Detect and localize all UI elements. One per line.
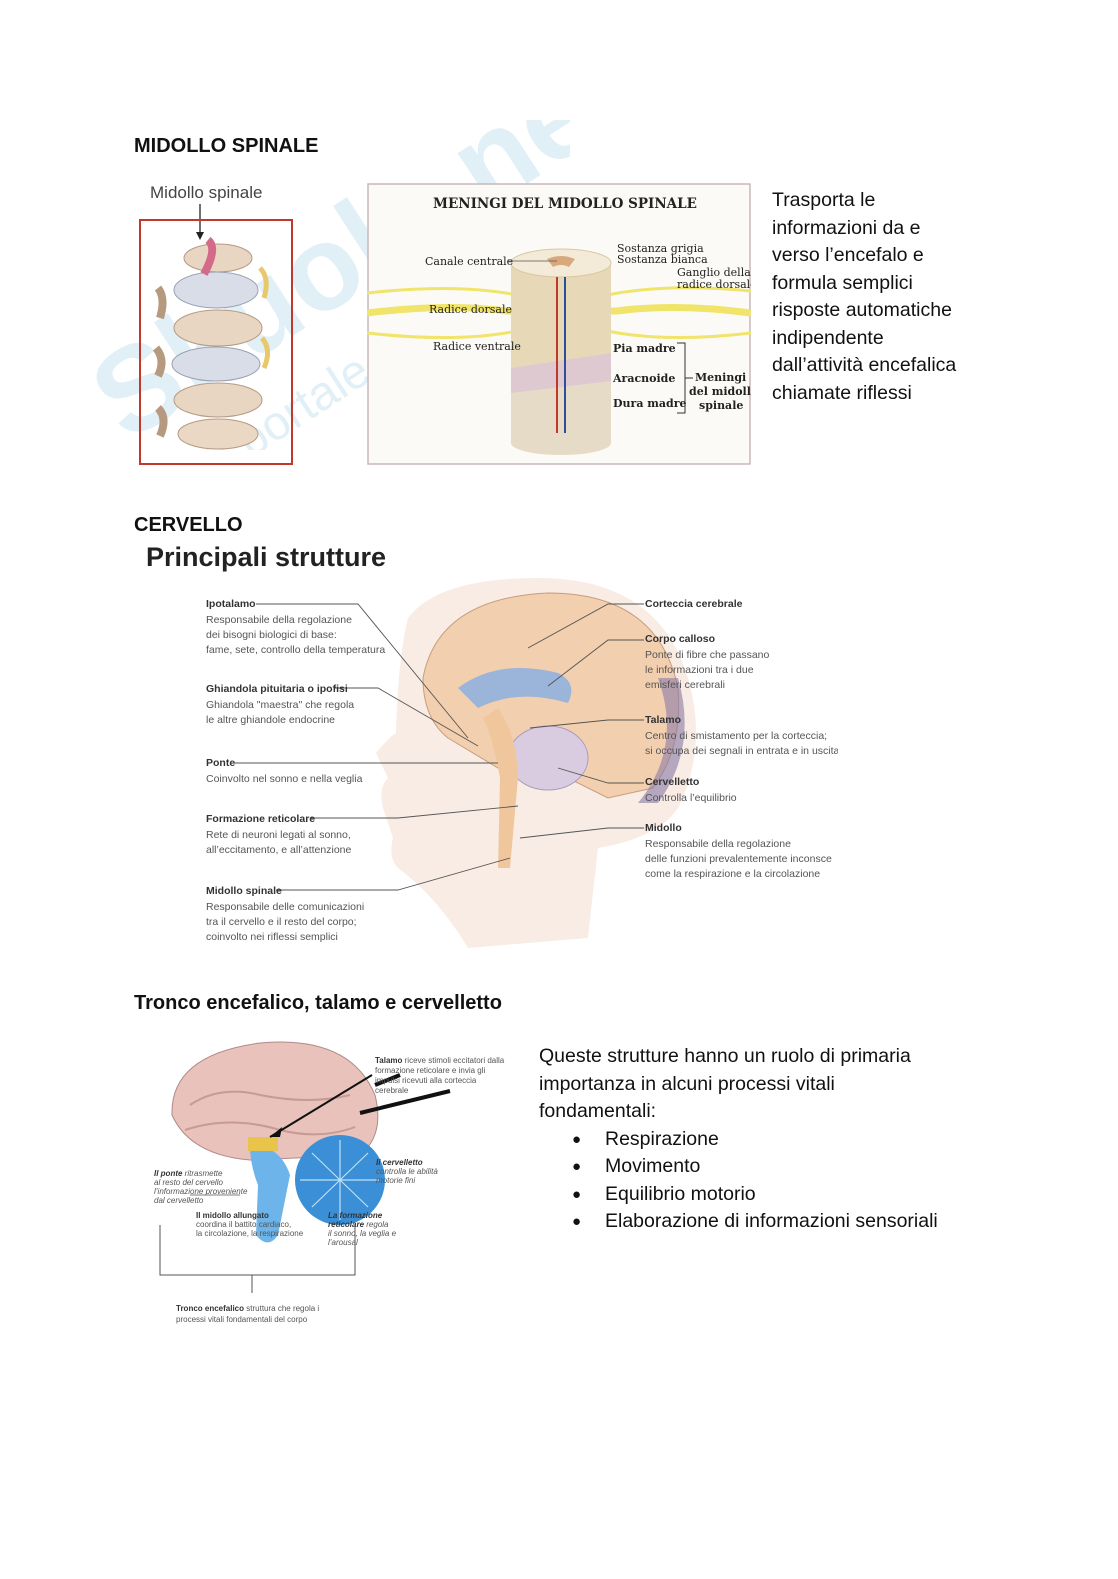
brain-right-labels: Corteccia cerebrale Corpo calloso Ponte … <box>645 598 838 880</box>
label-ipofisi-desc: le altre ghiandole endocrine <box>206 714 335 726</box>
bullet-item: Elaborazione di informazioni sensoriali <box>539 1208 999 1236</box>
label-sostanza-bianca: Sostanza bianca <box>617 253 708 266</box>
label-midollo-spinale-desc: Responsabile delle comunicazioni <box>206 901 364 913</box>
stem-bullet-list: Respirazione Movimento Equilibrio motori… <box>539 1126 999 1236</box>
spinal-text-line: chiamate riflessi <box>772 381 912 404</box>
midollo-allungato-caption: Il midollo allungato <box>196 1211 269 1220</box>
spinal-text-line: formula semplici <box>772 271 913 294</box>
label-ganglio-1: Ganglio della <box>677 266 751 279</box>
talamo-caption-line: impulsi ricevuti alla corteccia <box>375 1076 477 1085</box>
ponte-caption-line: l’informazione proveniente <box>154 1187 248 1196</box>
ponte-caption-line: al resto del cervello <box>154 1178 223 1187</box>
label-meningi-1: Meningi <box>695 371 746 384</box>
formazione-caption-line: l’arousal <box>328 1238 358 1247</box>
label-radice-dorsale: Radice dorsale <box>429 303 512 316</box>
spinal-text-line: dall’attività encefalica <box>772 354 957 376</box>
label-canale-centrale: Canale centrale <box>425 255 513 268</box>
label-formazione-desc: Rete di neuroni legati al sonno, <box>206 829 351 841</box>
label-sostanza-grigia: Sostanza grigia <box>617 242 704 255</box>
label-midollo: Midollo <box>645 822 682 834</box>
label-ganglio-2: radice dorsale <box>677 278 751 291</box>
figure-brain-structures: Principali strutture Ipotalamo Responsab… <box>146 542 838 948</box>
label-ipofisi-desc: Ghiandola "maestra" che regola <box>206 699 354 711</box>
bullet-item: Respirazione <box>539 1126 999 1154</box>
cervelletto-caption: Il cervelletto <box>376 1158 423 1167</box>
formazione-caption-line: reticolare regola <box>328 1220 389 1229</box>
talamo-caption-line: cerebrale <box>375 1086 409 1095</box>
stem-intro-line: fondamentali: <box>539 1100 657 1122</box>
formazione-caption: La formazione <box>328 1211 383 1220</box>
brain-left-labels: Ipotalamo Responsabile della regolazione… <box>206 598 385 943</box>
formazione-caption-line: il sonno, la veglia e <box>328 1229 397 1238</box>
figure-meningi: MENINGI DEL MIDOLLO SPINALE Canale centr… <box>367 183 751 465</box>
label-ipotalamo-desc: dei bisogni biologici di base: <box>206 629 337 641</box>
label-meningi-3: spinale <box>699 399 743 412</box>
spinal-text-line: indipendente <box>772 326 884 349</box>
talamo-caption-line: formazione reticolare e invia gli <box>375 1066 485 1075</box>
label-radice-ventrale: Radice ventrale <box>433 340 521 353</box>
label-cervelletto: Cervelletto <box>645 776 699 788</box>
label-corpo-calloso-desc: le informazioni tra i due <box>645 664 754 676</box>
label-ipofisi: Ghiandola pituitaria o ipofisi <box>206 683 348 695</box>
label-corpo-calloso-desc: Ponte di fibre che passano <box>645 649 769 661</box>
label-pia-madre: Pia madre <box>613 342 676 355</box>
spinal-text-line: informazioni da e <box>772 216 921 239</box>
figure-brainstem: Talamo riceve stimoli eccitatori dalla f… <box>154 1041 505 1324</box>
midollo-allungato-line: coordina il battito cardiaco, <box>196 1220 291 1229</box>
vertebrae <box>152 236 270 450</box>
figure-spine: Midollo spinale <box>139 183 293 465</box>
spinal-description: Trasporta le informazioni da e verso l’e… <box>772 187 992 407</box>
label-ipotalamo-desc: fame, sete, controllo della temperatura <box>206 644 385 656</box>
label-ponte: Ponte <box>206 757 235 769</box>
label-midollo-spinale-desc: coinvolto nei riflessi semplici <box>206 931 338 943</box>
label-dura-madre: Dura madre <box>613 397 687 410</box>
ponte-caption-line: dal cervelletto <box>154 1196 204 1205</box>
bullet-item: Movimento <box>539 1153 999 1181</box>
label-ipotalamo: Ipotalamo <box>206 598 256 610</box>
label-midollo-spinale-desc: tra il cervello e il resto del corpo; <box>206 916 357 928</box>
bullet-item: Equilibrio motorio <box>539 1181 999 1209</box>
label-midollo-desc: come la respirazione e la circolazione <box>645 868 820 880</box>
label-midollo-desc: Responsabile della regolazione <box>645 838 791 850</box>
spinal-text-line: risposte automatiche <box>772 299 952 321</box>
label-formazione-reticolare: Formazione reticolare <box>206 813 315 825</box>
stem-description: Queste strutture hanno un ruolo di prima… <box>539 1043 999 1236</box>
fig-spine-label: Midollo spinale <box>150 183 262 202</box>
label-talamo: Talamo <box>645 714 681 726</box>
spinal-text-line: verso l’encefalo e <box>772 244 924 266</box>
label-ponte-desc: Coinvolto nel sonno e nella veglia <box>206 773 363 785</box>
cervelletto-caption-line: motorie fini <box>376 1176 415 1185</box>
label-aracnoide: Aracnoide <box>612 372 675 385</box>
stem-intro-line: importanza in alcuni processi vitali <box>539 1072 835 1095</box>
label-cervelletto-desc: Controlla l’equilibrio <box>645 792 737 804</box>
label-ipotalamo-desc: Responsabile della regolazione <box>206 614 352 626</box>
cervelletto-caption-line: controlla le abilità <box>376 1167 438 1176</box>
label-corpo-calloso-desc: emisferi cerebrali <box>645 679 725 691</box>
tronco-caption-line: processi vitali fondamentali del corpo <box>176 1315 308 1324</box>
label-midollo-spinale: Midollo spinale <box>206 885 282 897</box>
brain-figure-title: Principali strutture <box>146 542 386 572</box>
spinal-text-line: Trasporta le <box>772 189 876 211</box>
label-talamo-desc: Centro di smistamento per la corteccia; <box>645 730 827 742</box>
label-talamo-desc: si occupa dei segnali in entrata e in us… <box>645 745 838 757</box>
talamo-caption: Talamo riceve stimoli eccitatori dalla <box>375 1056 505 1065</box>
stem-intro-line: Queste strutture hanno un ruolo di prima… <box>539 1045 911 1067</box>
label-corteccia: Corteccia cerebrale <box>645 598 743 610</box>
heading-cervello: CERVELLO <box>134 514 243 536</box>
label-formazione-desc: all’eccitamento, e all’attenzione <box>206 844 351 856</box>
midollo-allungato-line: la circolazione, la respirazione <box>196 1229 304 1238</box>
tronco-caption: Tronco encefalico struttura che regola i <box>176 1304 319 1313</box>
label-midollo-desc: delle funzioni prevalentemente inconsce <box>645 853 832 865</box>
meningi-title: MENINGI DEL MIDOLLO SPINALE <box>433 196 697 212</box>
heading-midollo-spinale: MIDOLLO SPINALE <box>134 135 319 157</box>
ponte-caption: Il ponte ritrasmette <box>154 1169 223 1178</box>
label-meningi-2: del midollo <box>689 385 751 398</box>
heading-tronco-encefalico: Tronco encefalico, talamo e cervelletto <box>134 992 502 1014</box>
label-corpo-calloso: Corpo calloso <box>645 633 715 645</box>
